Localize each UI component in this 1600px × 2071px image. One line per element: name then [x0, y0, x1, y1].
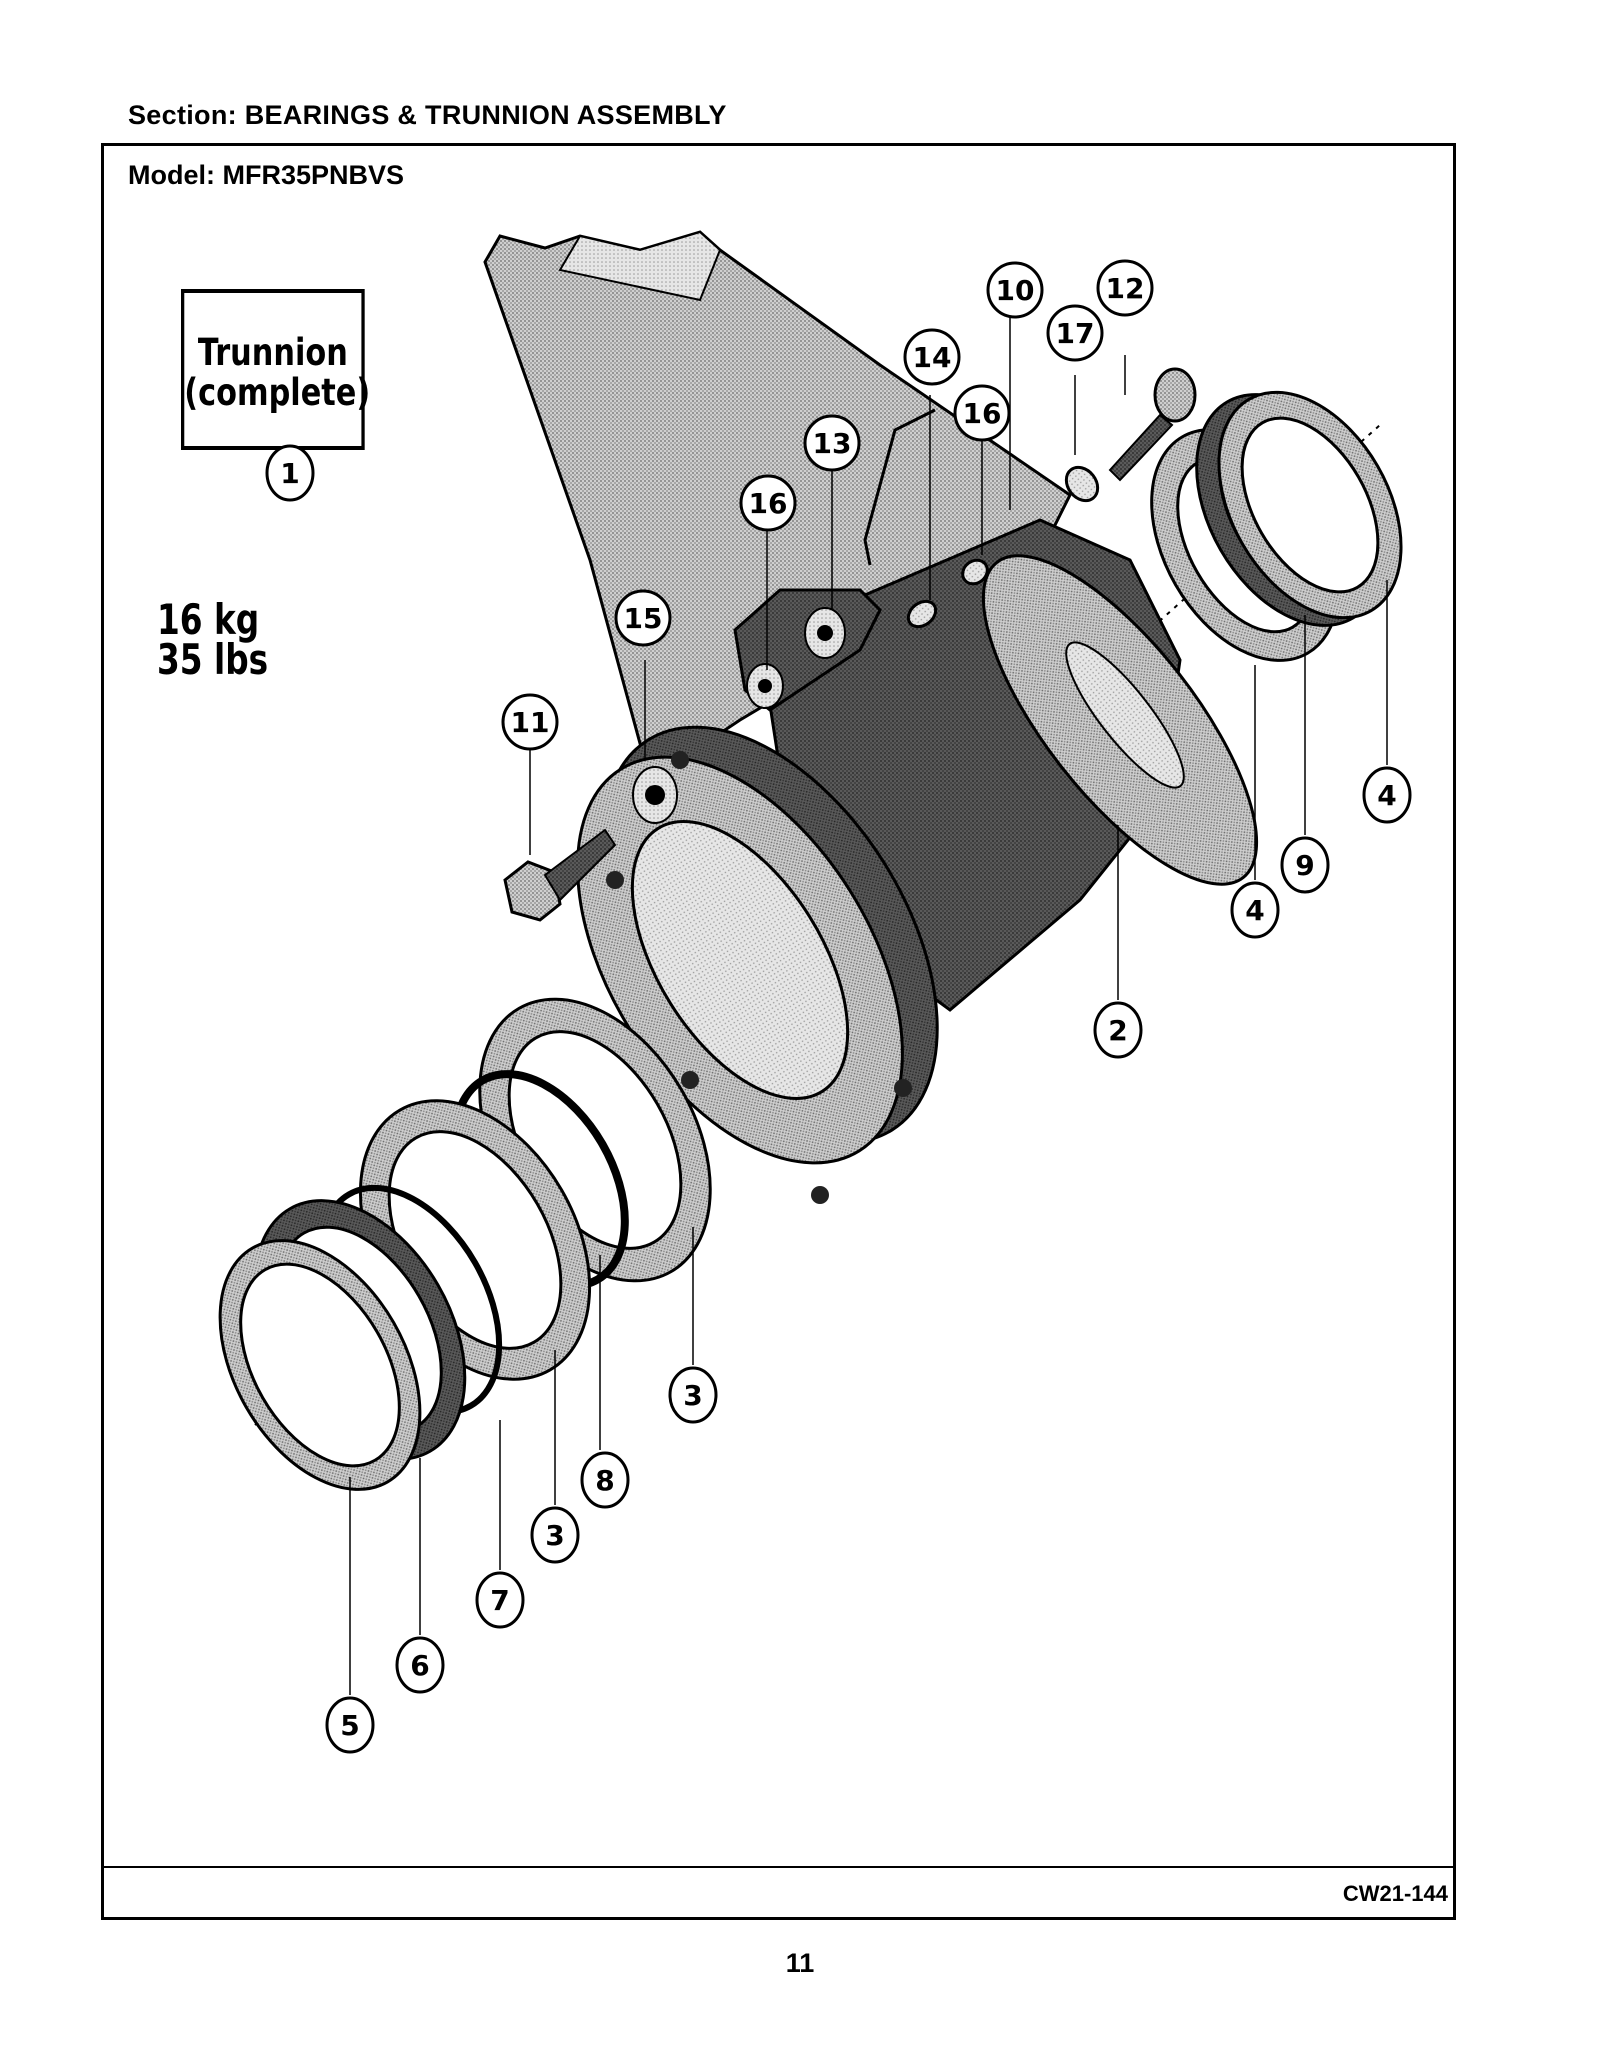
callout-11: 11	[501, 693, 559, 751]
callout-6: 6	[395, 1636, 445, 1694]
callout-3b: 3	[530, 1506, 580, 1564]
svg-text:12: 12	[1106, 272, 1145, 305]
weight-lbs: 35 lbs	[157, 635, 269, 684]
callout-1: 1	[265, 444, 315, 502]
callout-4b: 4	[1362, 766, 1412, 824]
front-bearing-stack	[218, 997, 712, 1491]
svg-text:16: 16	[749, 487, 788, 520]
callout-4a: 4	[1230, 881, 1280, 939]
callout-16a: 16	[739, 474, 797, 532]
svg-text:6: 6	[410, 1649, 429, 1682]
callout-2: 2	[1093, 1001, 1143, 1059]
svg-text:16: 16	[963, 397, 1002, 430]
svg-text:5: 5	[340, 1709, 359, 1742]
callout-15: 15	[614, 589, 672, 647]
washer-17	[1064, 465, 1100, 503]
callout-13: 13	[803, 414, 861, 472]
svg-text:14: 14	[913, 341, 952, 374]
trunnion-label-line2: (complete)	[184, 371, 371, 414]
rear-bearing-stack	[1150, 390, 1403, 662]
svg-text:13: 13	[813, 427, 852, 460]
svg-text:10: 10	[996, 274, 1035, 307]
callout-7: 7	[475, 1571, 525, 1629]
drawing-number: CW21-144	[1342, 1881, 1448, 1906]
svg-text:7: 7	[490, 1584, 509, 1617]
trunnion-label-box: Trunnion (complete)	[181, 289, 371, 450]
svg-text:3: 3	[545, 1519, 564, 1552]
model-label: Model: MFR35PNBVS	[128, 160, 405, 190]
svg-text:4: 4	[1245, 894, 1264, 927]
weight-label: 16 kg 35 lbs	[157, 595, 269, 684]
hex-bolt-11	[503, 828, 617, 922]
svg-text:11: 11	[511, 706, 550, 739]
clamp-block	[733, 588, 882, 712]
callout-16b: 16	[953, 384, 1011, 442]
svg-text:1: 1	[280, 457, 299, 490]
diagram-frame	[101, 143, 1456, 1920]
svg-text:15: 15	[624, 602, 663, 635]
footer-divider	[101, 1866, 1456, 1868]
weight-kg: 16 kg	[157, 595, 260, 644]
callout-8: 8	[580, 1451, 630, 1509]
callout-17: 17	[1046, 304, 1104, 362]
socket-bolt-12	[1108, 367, 1197, 482]
svg-text:17: 17	[1056, 317, 1095, 350]
callout-9: 9	[1280, 836, 1330, 894]
callout-10: 10	[986, 261, 1044, 319]
trunnion-label-line1: Trunnion	[197, 331, 348, 374]
svg-text:3: 3	[683, 1379, 702, 1412]
callout-5: 5	[325, 1696, 375, 1754]
callout-12: 12	[1096, 259, 1154, 317]
svg-text:4: 4	[1377, 779, 1396, 812]
callout-3a: 3	[668, 1366, 718, 1424]
safety-wire	[863, 408, 936, 566]
svg-text:8: 8	[595, 1464, 614, 1497]
svg-text:9: 9	[1295, 849, 1314, 882]
page-number: 11	[785, 1948, 815, 1978]
leader-lines	[289, 315, 1388, 1695]
section-title: Section: BEARINGS & TRUNNION ASSEMBLY	[128, 100, 727, 130]
svg-text:2: 2	[1108, 1014, 1127, 1047]
callout-14: 14	[903, 328, 961, 386]
